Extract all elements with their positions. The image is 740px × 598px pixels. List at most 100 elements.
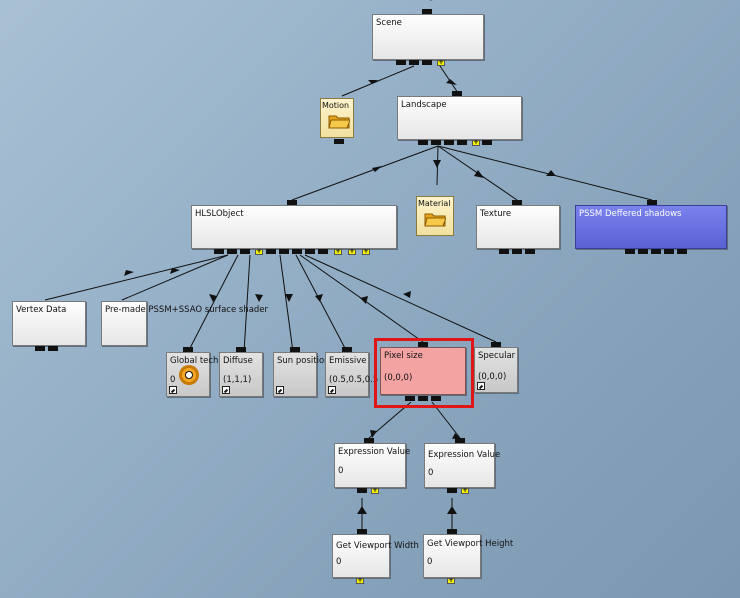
- link-arrow-icon: [477, 382, 485, 390]
- motion-folder-node[interactable]: Motion: [320, 98, 354, 138]
- get-viewport-width-input-port[interactable]: [357, 529, 367, 534]
- expression-value-title: Expression Value: [428, 450, 501, 460]
- landscape-output-port[interactable]: [444, 140, 454, 145]
- hlsl-object-output-port[interactable]: [266, 249, 276, 254]
- expression-value-number: 0: [338, 466, 344, 476]
- landscape-output-port[interactable]: [482, 140, 492, 145]
- hlsl-object-output-port[interactable]: [318, 249, 328, 254]
- scene-output-port[interactable]: [396, 60, 406, 65]
- landscape-output-port[interactable]: [418, 140, 428, 145]
- folder-icon: [328, 115, 350, 129]
- expression-value-node-1[interactable]: Expression Value 0: [334, 443, 410, 488]
- add-port-button[interactable]: +: [334, 248, 342, 255]
- sun-position-node[interactable]: Sun position: [273, 352, 330, 397]
- expression-value-input-port[interactable]: [455, 438, 465, 443]
- add-port-button[interactable]: +: [356, 577, 364, 584]
- scene-output-port[interactable]: [409, 60, 419, 65]
- sun-position-input-port[interactable]: [290, 347, 300, 352]
- specular-title: Specular: [478, 351, 516, 361]
- add-port-button[interactable]: +: [472, 139, 480, 146]
- global-technique-input-port[interactable]: [183, 347, 193, 352]
- pssm-input-port[interactable]: [647, 200, 657, 205]
- texture-output-port[interactable]: [499, 249, 509, 254]
- add-port-button[interactable]: +: [255, 248, 263, 255]
- pssm-output-port[interactable]: [677, 249, 687, 254]
- hlsl-object-node[interactable]: HLSLObject: [191, 205, 397, 249]
- pixel-size-input-port[interactable]: [418, 342, 428, 347]
- diffuse-node[interactable]: Diffuse (1,1,1): [219, 352, 263, 397]
- pssm-title: PSSM Deffered shadows: [579, 209, 682, 219]
- hlsl-object-title: HLSLObject: [195, 209, 244, 219]
- texture-input-port[interactable]: [512, 200, 522, 205]
- vertex-data-node[interactable]: Vertex Data: [12, 301, 86, 346]
- texture-node[interactable]: Texture: [476, 205, 560, 249]
- landscape-node[interactable]: Landscape: [397, 96, 522, 140]
- landscape-input-port[interactable]: [452, 91, 462, 96]
- premade-shader-title: Pre-made PSSM+SSAO surface shader: [105, 305, 269, 315]
- add-port-button[interactable]: +: [447, 577, 455, 584]
- premade-shader-node[interactable]: Pre-made PSSM+SSAO surface shader: [101, 301, 268, 346]
- hlsl-object-output-port[interactable]: [214, 249, 224, 254]
- pssm-output-port[interactable]: [664, 249, 674, 254]
- folder-icon: [424, 213, 446, 227]
- diffuse-title: Diffuse: [223, 356, 253, 366]
- vertex-data-title: Vertex Data: [16, 305, 67, 315]
- link-arrow-icon: [222, 386, 230, 394]
- motion-title: Motion: [322, 101, 350, 110]
- hlsl-object-output-port[interactable]: [279, 249, 289, 254]
- vertex-data-output-port[interactable]: [35, 346, 45, 351]
- hlsl-object-output-port[interactable]: [240, 249, 250, 254]
- add-port-button[interactable]: +: [461, 487, 469, 494]
- add-port-button[interactable]: +: [437, 59, 445, 66]
- expression-value-input-port[interactable]: [364, 438, 374, 443]
- global-technique-title: Global technique: [170, 356, 243, 366]
- hlsl-object-output-port[interactable]: [227, 249, 237, 254]
- landscape-output-port[interactable]: [457, 140, 467, 145]
- get-viewport-height-title: Get Viewport Height: [427, 539, 514, 549]
- scene-output-port[interactable]: [422, 60, 432, 65]
- hlsl-object-output-port[interactable]: [292, 249, 302, 254]
- expression-value-number: 0: [428, 468, 434, 478]
- emissive-input-port[interactable]: [342, 347, 352, 352]
- landscape-title: Landscape: [401, 100, 447, 110]
- pssm-output-port[interactable]: [638, 249, 648, 254]
- gear-icon: [179, 365, 199, 385]
- specular-node[interactable]: Specular (0,0,0): [474, 347, 518, 393]
- vertex-data-output-port[interactable]: [48, 346, 58, 351]
- pssm-output-port[interactable]: [625, 249, 635, 254]
- expression-value-node-2[interactable]: Expression Value 0: [424, 443, 500, 488]
- diffuse-value: (1,1,1): [223, 375, 252, 385]
- pssm-shadows-node[interactable]: PSSM Deffered shadows: [575, 205, 727, 249]
- add-port-button[interactable]: +: [348, 248, 356, 255]
- specular-input-port[interactable]: [491, 342, 501, 347]
- hlsl-object-input-port[interactable]: [287, 200, 297, 205]
- link-arrow-icon: [328, 386, 336, 394]
- scene-input-port[interactable]: [422, 9, 432, 14]
- expression-value-output-port[interactable]: [357, 488, 367, 493]
- landscape-output-port[interactable]: [431, 140, 441, 145]
- scene-title: Scene: [376, 18, 402, 28]
- get-viewport-height-input-port[interactable]: [447, 529, 457, 534]
- texture-output-port[interactable]: [525, 249, 535, 254]
- pixel-size-output-port[interactable]: [418, 396, 428, 401]
- specular-value: (0,0,0): [478, 372, 507, 382]
- get-viewport-height-node[interactable]: Get Viewport Height 0: [423, 534, 513, 578]
- pssm-output-port[interactable]: [651, 249, 661, 254]
- get-viewport-width-node[interactable]: Get Viewport Width 0: [332, 534, 419, 578]
- sun-position-title: Sun position: [277, 356, 330, 366]
- pixel-size-output-port[interactable]: [431, 396, 441, 401]
- selection-outline: [374, 338, 474, 408]
- diffuse-input-port[interactable]: [236, 347, 246, 352]
- expression-value-output-port[interactable]: [447, 488, 457, 493]
- emissive-node[interactable]: Emissive (0.5,0.5,0.5: [325, 352, 378, 397]
- add-port-button[interactable]: +: [371, 487, 379, 494]
- hlsl-object-output-port[interactable]: [305, 249, 315, 254]
- material-folder-node[interactable]: Material: [416, 196, 454, 236]
- pixel-size-node[interactable]: Pixel size (0,0,0): [380, 347, 466, 395]
- scene-node[interactable]: Scene: [372, 14, 484, 60]
- pixel-size-output-port[interactable]: [405, 396, 415, 401]
- global-technique-node[interactable]: Global technique 0: [166, 352, 242, 397]
- add-port-button[interactable]: +: [362, 248, 370, 255]
- texture-output-port[interactable]: [512, 249, 522, 254]
- motion-output-port[interactable]: [334, 139, 344, 144]
